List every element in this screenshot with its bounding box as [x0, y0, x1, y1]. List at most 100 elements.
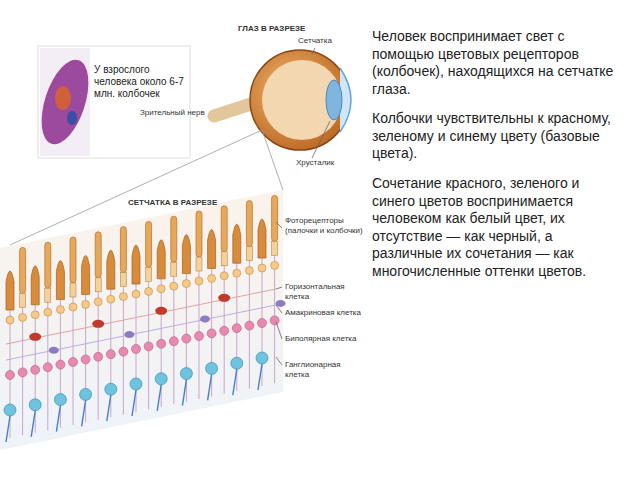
- rod-cell: [171, 216, 177, 262]
- ganglion-cell: [4, 404, 16, 416]
- ganglion-cell: [105, 383, 117, 395]
- rod-inner-segment: [272, 241, 278, 255]
- horizontal-cell: [92, 320, 104, 328]
- rod-inner-segment: [70, 283, 76, 297]
- photoreceptor-nucleus: [44, 308, 52, 316]
- photoreceptor-nucleus: [258, 264, 266, 272]
- cone-cell: [208, 229, 216, 268]
- body-paragraph: Человек воспринимает свет с помощью цвет…: [372, 28, 616, 98]
- rod-cell: [196, 211, 202, 257]
- bipolar-cell: [207, 329, 216, 338]
- leader-line: [312, 48, 315, 54]
- eyeball: [250, 50, 350, 150]
- photoreceptor-nucleus: [233, 269, 241, 277]
- photoreceptor-nucleus: [56, 306, 64, 314]
- photoreceptor-nucleus: [271, 261, 279, 269]
- bipolar-cell: [18, 368, 27, 377]
- leader-line: [276, 305, 282, 313]
- part-label: Сетчатка: [298, 36, 358, 46]
- bipolar-cell: [94, 352, 103, 361]
- cone-cell: [56, 261, 64, 300]
- ganglion-axon: [157, 385, 161, 411]
- rod-cell: [70, 237, 76, 283]
- ganglion-cell: [130, 378, 142, 390]
- rod-cell: [272, 195, 278, 241]
- ganglion-axon: [208, 374, 212, 400]
- photoreceptor-nucleus: [119, 293, 127, 301]
- ganglion-axon: [82, 400, 86, 426]
- bipolar-cell: [232, 324, 241, 333]
- rod-inner-segment: [221, 252, 227, 266]
- cone-cell: [82, 255, 90, 294]
- bipolar-cell: [106, 350, 115, 359]
- rod-cell: [20, 247, 26, 293]
- eye-inner: [262, 60, 342, 140]
- photoreceptor-nucleus: [195, 277, 203, 285]
- lens: [326, 80, 342, 120]
- cone-cell: [132, 245, 140, 284]
- zoom-line: [262, 130, 283, 190]
- leader-line: [276, 322, 282, 339]
- photoreceptor-nucleus: [94, 298, 102, 306]
- bipolar-cell: [169, 337, 178, 346]
- bipolar-cell: [119, 347, 128, 356]
- rod-cell: [120, 227, 126, 273]
- rod-cell: [221, 206, 227, 252]
- amacrine-cell: [124, 331, 134, 338]
- figure-heading: СЕТЧАТКА В РАЗРЕЗЕ: [128, 198, 238, 208]
- horizontal-cell: [218, 294, 230, 302]
- ganglion-axon: [107, 395, 111, 421]
- layer-label: Амакриновая клетка: [285, 308, 363, 318]
- photoreceptor-nucleus: [170, 282, 178, 290]
- bipolar-cell: [43, 363, 52, 372]
- leader-line: [276, 287, 282, 289]
- cone-cell: [6, 271, 14, 310]
- photoreceptor-nucleus: [182, 280, 190, 288]
- photoreceptor-nucleus: [6, 316, 14, 324]
- bipolar-cell: [157, 339, 166, 348]
- bipolar-cell: [56, 360, 65, 369]
- rod-inner-segment: [246, 247, 252, 261]
- ganglion-axon: [182, 380, 186, 406]
- rod-inner-segment: [45, 288, 51, 302]
- retina-band: [0, 190, 283, 450]
- ganglion-cell: [206, 362, 218, 374]
- cone-cell: [31, 266, 39, 305]
- rod-cell: [45, 242, 51, 288]
- cone-cell: [107, 250, 115, 289]
- photoreceptor-nucleus: [107, 295, 115, 303]
- amacrine-fiber: [6, 305, 276, 360]
- bipolar-cell: [132, 345, 141, 354]
- rod-inner-segment: [196, 257, 202, 271]
- body-paragraph: Колбочки чувствительны к красному, зелен…: [372, 110, 616, 163]
- layer-label: Фоторецепторы (палочки и колбочки): [285, 216, 363, 235]
- ganglion-cell: [29, 399, 41, 411]
- photoreceptor-nucleus: [157, 285, 165, 293]
- photoreceptor-nucleus: [82, 300, 90, 308]
- bipolar-cell: [258, 319, 267, 328]
- rod-cell: [246, 201, 252, 247]
- rod-inner-segment: [120, 273, 126, 287]
- amacrine-cell: [49, 347, 59, 354]
- part-label: Хрусталик: [296, 158, 356, 168]
- ganglion-cell: [80, 388, 92, 400]
- photoreceptor-nucleus: [31, 311, 39, 319]
- cone-cell: [233, 224, 241, 263]
- ganglion-cell: [54, 394, 66, 406]
- horizontal-cell: [29, 333, 41, 341]
- leader-line: [276, 222, 282, 228]
- leader-line: [276, 357, 282, 365]
- cone-cell: [258, 219, 266, 258]
- rod-inner-segment: [20, 293, 26, 307]
- horizontal-cell: [155, 307, 167, 315]
- bipolar-cell: [270, 316, 279, 325]
- rod-cell: [95, 232, 101, 278]
- ganglion-cell: [155, 373, 167, 385]
- ganglion-axon: [258, 364, 262, 390]
- bipolar-cell: [69, 358, 78, 367]
- ganglion-axon: [56, 406, 60, 432]
- ganglion-axon: [132, 390, 136, 416]
- part-label: Зрительный нерв: [140, 108, 210, 118]
- photoreceptor-nucleus: [145, 287, 153, 295]
